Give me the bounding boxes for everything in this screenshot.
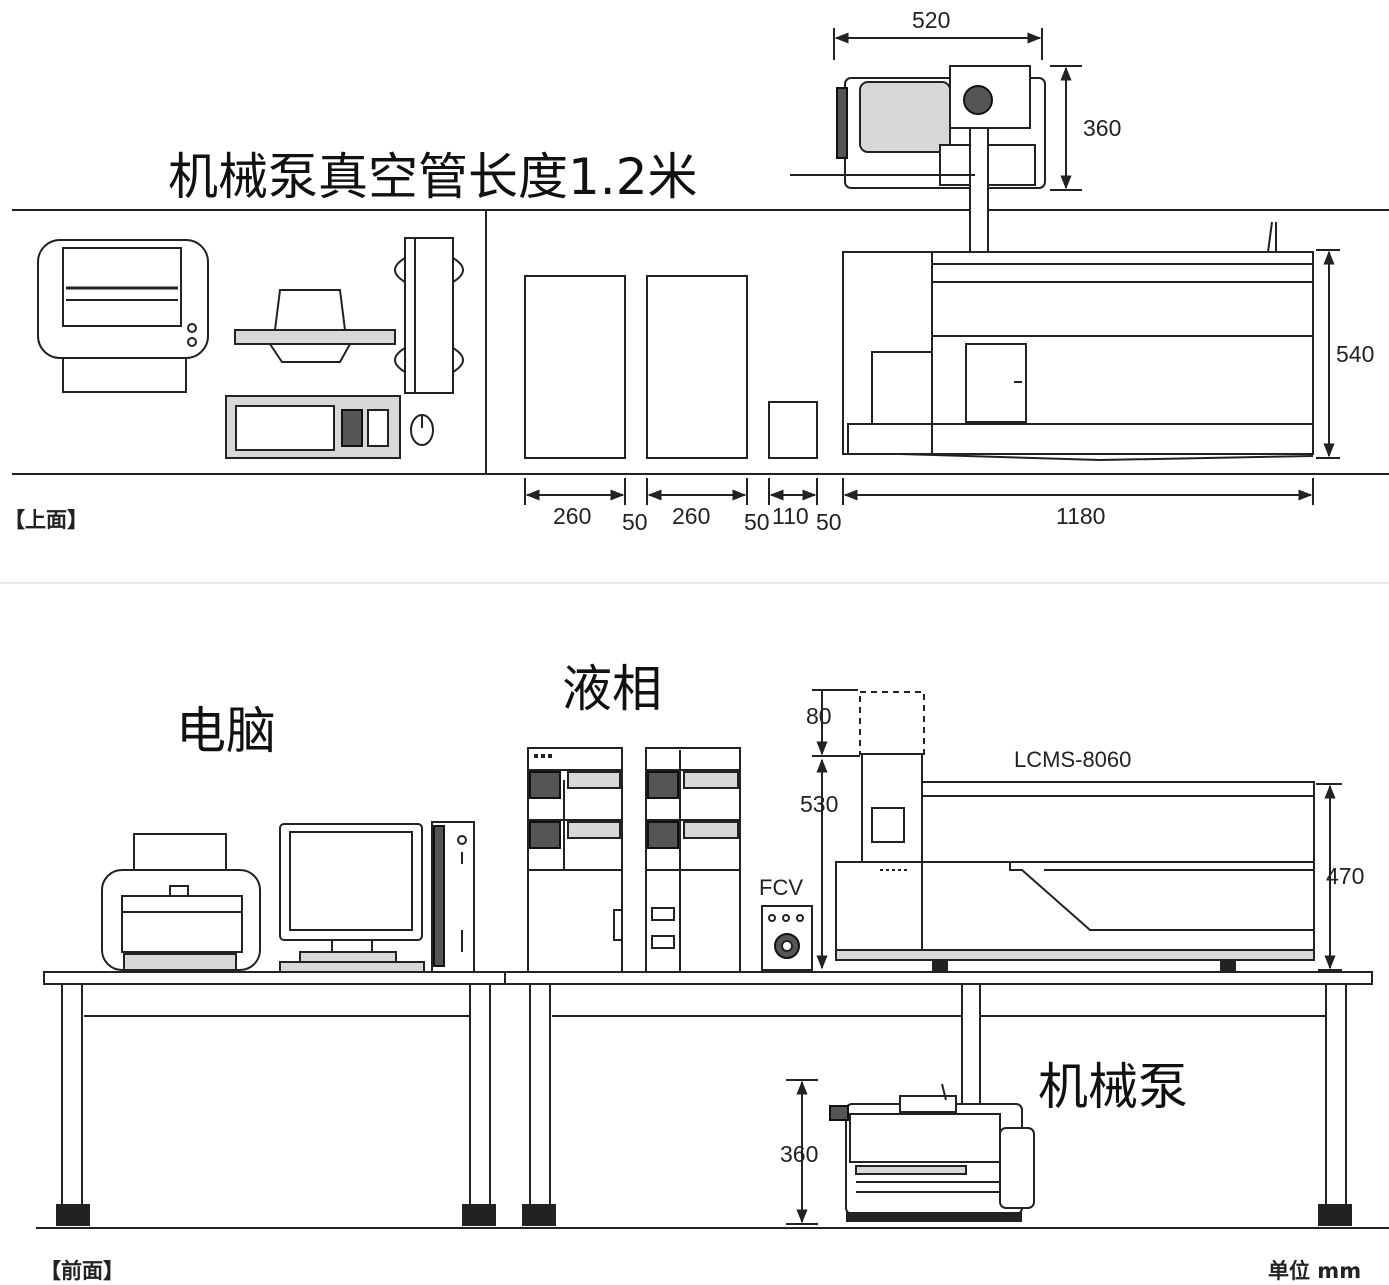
dimension-pump-depth: 360 [1050, 65, 1121, 191]
unit-label: 单位 mm [1268, 1259, 1361, 1283]
liquid-phase-label: 液相 [562, 660, 662, 718]
svg-text:360: 360 [1083, 115, 1121, 141]
dimension-ms-height: 470 [1316, 783, 1364, 971]
pc-tower-top-icon [394, 237, 464, 394]
computer-label: 电脑 [176, 702, 276, 760]
svg-text:50: 50 [816, 509, 842, 535]
front-view: 电脑 液相 机械泵 LCMS-8060 FCV [36, 660, 1389, 1283]
pc-tower-front-icon [431, 821, 475, 973]
printer-top-icon [37, 239, 209, 393]
monitor-top-icon [234, 289, 396, 363]
dimension-lc-height: 530 [800, 758, 838, 970]
svg-text:530: 530 [800, 791, 838, 817]
dimension-pump-width: 520 [833, 7, 1043, 60]
vacuum-tube-label: 机械泵真空管长度1.2米 [168, 148, 698, 206]
svg-text:470: 470 [1326, 863, 1364, 889]
printer-front-icon [101, 833, 261, 971]
svg-text:260: 260 [672, 503, 710, 529]
fcv-label: FCV [759, 875, 803, 900]
front-view-caption: 【前面】 [40, 1259, 124, 1283]
svg-text:110: 110 [772, 503, 809, 529]
svg-text:80: 80 [806, 703, 832, 729]
svg-text:50: 50 [622, 509, 648, 535]
svg-text:360: 360 [780, 1141, 818, 1167]
dimension-pump-height: 360 [780, 1079, 818, 1225]
lc-stack-1-icon [527, 747, 623, 973]
lcms-model-label: LCMS-8060 [1014, 747, 1131, 772]
fcv-top [768, 401, 818, 459]
svg-text:520: 520 [912, 7, 950, 33]
fcv-icon [761, 905, 813, 971]
lcms-front-icon [835, 691, 1315, 972]
lc-module-2-top [646, 275, 748, 459]
vacuum-pump-front-icon [829, 1083, 1035, 1222]
dimension-widths: 260 50 260 50 110 50 1180 [524, 478, 1314, 535]
top-view-caption: 【上面】 [4, 508, 88, 532]
monitor-front-icon [279, 823, 425, 973]
svg-text:260: 260 [553, 503, 591, 529]
dimension-ms-depth: 540 [1316, 249, 1374, 459]
svg-text:1180: 1180 [1056, 503, 1105, 529]
mech-pump-label: 机械泵 [1038, 1058, 1188, 1116]
lcms-top-icon [842, 221, 1314, 462]
lc-module-1-top [524, 275, 626, 459]
svg-text:50: 50 [744, 509, 770, 535]
dimension-top-clearance: 80 [806, 689, 860, 757]
vacuum-pump-top-icon [790, 65, 1046, 253]
lc-stack-2-icon [645, 747, 741, 973]
svg-text:540: 540 [1336, 341, 1374, 367]
top-view: 机械泵真空管长度1.2米 520 360 540 [4, 7, 1389, 535]
keyboard-top-icon [225, 395, 434, 459]
